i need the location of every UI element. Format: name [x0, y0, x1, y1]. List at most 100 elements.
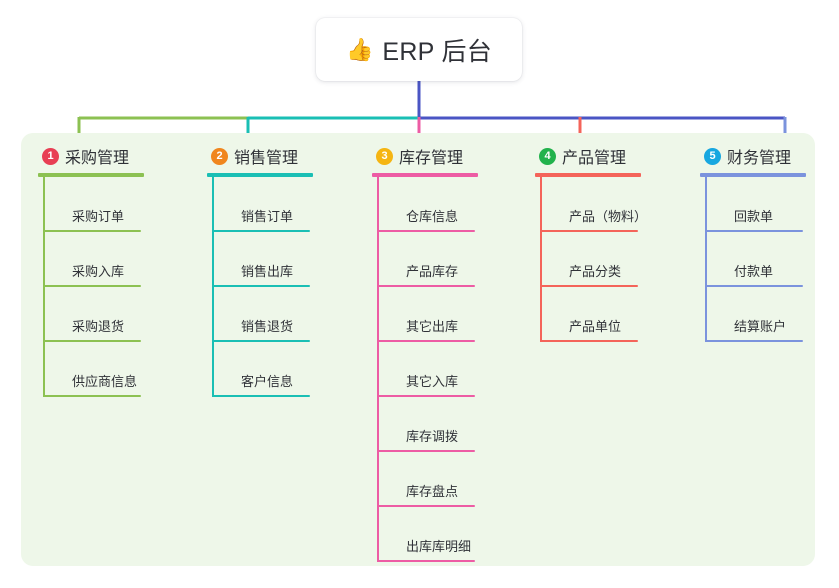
column-title: 销售管理 [234, 150, 299, 167]
leaf-item-label: 出库库明细 [406, 539, 472, 554]
leaf-item[interactable]: 其它入库 [377, 342, 478, 397]
leaf-item[interactable]: 供应商信息 [43, 342, 144, 397]
leaf-item[interactable]: 其它出库 [377, 287, 478, 342]
leaf-item-rule [377, 340, 475, 342]
thumbs-up-icon: 👍 [345, 36, 374, 62]
leaf-item-label: 销售退货 [241, 319, 294, 334]
leaf-item-label: 库存调拨 [406, 429, 459, 444]
leaf-item-rule [705, 230, 803, 232]
column-header-rule [207, 173, 313, 177]
leaf-item-rule [540, 340, 638, 342]
leaf-item[interactable]: 付款单 [705, 232, 806, 287]
leaf-item-rule [377, 450, 475, 452]
leaf-item-rule [540, 230, 638, 232]
column-5: 5 财务管理回款单付款单结算账户 [700, 145, 806, 342]
column-number-badge: 4 [539, 147, 556, 165]
leaf-item[interactable]: 回款单 [705, 177, 806, 232]
leaf-item-label: 销售出库 [241, 264, 294, 279]
leaf-item[interactable]: 产品单位 [540, 287, 641, 342]
column-header-2[interactable]: 2 销售管理 [207, 145, 313, 167]
leaf-item-label: 其它入库 [406, 374, 459, 389]
leaf-item-rule [43, 285, 141, 287]
leaf-item-label: 库存盘点 [406, 484, 459, 499]
leaf-item-label: 产品单位 [569, 319, 622, 334]
column-header-rule [372, 173, 478, 177]
column-header-rule [535, 173, 641, 177]
leaf-item-rule [377, 505, 475, 507]
leaf-item-rule [377, 230, 475, 232]
leaf-item[interactable]: 库存盘点 [377, 452, 478, 507]
column-number-badge: 5 [704, 147, 721, 165]
leaf-item-label: 客户信息 [241, 374, 294, 389]
leaf-item-label: 供应商信息 [72, 374, 138, 389]
leaf-item-label: 销售订单 [241, 209, 294, 224]
column-header-1[interactable]: 1 采购管理 [38, 145, 144, 167]
leaf-item-rule [212, 285, 310, 287]
leaf-item-rule [377, 560, 475, 562]
leaf-item-rule [377, 285, 475, 287]
column-number-badge: 2 [211, 147, 228, 165]
column-spine [212, 177, 214, 397]
column-4: 4 产品管理产品（物料） 产品分类产品单位 [535, 145, 647, 342]
column-1: 1 采购管理采购订单采购入库采购退货供应商信息 [38, 145, 144, 397]
leaf-item-label: 采购订单 [72, 209, 125, 224]
leaf-item-label: 产品库存 [406, 264, 459, 279]
column-items: 仓库信息产品库存其它出库其它入库库存调拨库存盘点出库库明细 [372, 177, 478, 562]
leaf-item-label: 结算账户 [734, 319, 787, 334]
column-title: 采购管理 [65, 150, 130, 167]
leaf-item-rule [212, 230, 310, 232]
leaf-item[interactable]: 产品分类 [540, 232, 641, 287]
column-header-4[interactable]: 4 产品管理 [535, 145, 641, 167]
leaf-item-label: 产品（物料） [569, 209, 648, 224]
leaf-item-rule [43, 340, 141, 342]
column-number-badge: 1 [42, 147, 59, 165]
leaf-item[interactable]: 产品库存 [377, 232, 478, 287]
leaf-item-label: 产品分类 [569, 264, 622, 279]
leaf-item[interactable]: 库存调拨 [377, 397, 478, 452]
leaf-item-rule [540, 285, 638, 287]
root-node[interactable]: 👍 ERP 后台 [316, 18, 522, 81]
leaf-item-label: 回款单 [734, 209, 774, 224]
column-items: 产品（物料） 产品分类产品单位 [535, 177, 647, 342]
leaf-item[interactable]: 仓库信息 [377, 177, 478, 232]
leaf-item-rule [212, 340, 310, 342]
leaf-item[interactable]: 出库库明细 [377, 507, 478, 562]
leaf-item-label: 仓库信息 [406, 209, 459, 224]
column-header-rule [700, 173, 806, 177]
content-panel [21, 133, 815, 566]
column-items: 销售订单销售出库销售退货客户信息 [207, 177, 313, 397]
column-spine [705, 177, 707, 342]
leaf-item-label: 付款单 [734, 264, 774, 279]
leaf-item-label: 采购入库 [72, 264, 125, 279]
column-spine [540, 177, 542, 342]
leaf-item[interactable]: 采购订单 [43, 177, 144, 232]
column-3: 3 库存管理仓库信息产品库存其它出库其它入库库存调拨库存盘点出库库明细 [372, 145, 478, 562]
column-title: 财务管理 [727, 150, 792, 167]
column-spine [377, 177, 379, 562]
leaf-item[interactable]: 销售退货 [212, 287, 313, 342]
column-items: 采购订单采购入库采购退货供应商信息 [38, 177, 144, 397]
leaf-item[interactable]: 采购退货 [43, 287, 144, 342]
leaf-item[interactable]: 客户信息 [212, 342, 313, 397]
column-items: 回款单付款单结算账户 [700, 177, 806, 342]
leaf-item[interactable]: 采购入库 [43, 232, 144, 287]
leaf-item-rule [43, 230, 141, 232]
leaf-item[interactable]: 销售出库 [212, 232, 313, 287]
leaf-item-label: 其它出库 [406, 319, 459, 334]
column-spine [43, 177, 45, 397]
root-title: ERP 后台 [382, 37, 493, 66]
leaf-item-rule [212, 395, 310, 397]
leaf-item[interactable]: 销售订单 [212, 177, 313, 232]
leaf-item[interactable]: 结算账户 [705, 287, 806, 342]
column-number-badge: 3 [376, 147, 393, 165]
column-2: 2 销售管理销售订单销售出库销售退货客户信息 [207, 145, 313, 397]
leaf-item-rule [377, 395, 475, 397]
column-title: 库存管理 [399, 150, 464, 167]
column-header-3[interactable]: 3 库存管理 [372, 145, 478, 167]
leaf-item[interactable]: 产品（物料） [540, 177, 647, 232]
leaf-item-rule [705, 340, 803, 342]
leaf-item-rule [705, 285, 803, 287]
column-title: 产品管理 [562, 150, 627, 167]
column-header-5[interactable]: 5 财务管理 [700, 145, 806, 167]
